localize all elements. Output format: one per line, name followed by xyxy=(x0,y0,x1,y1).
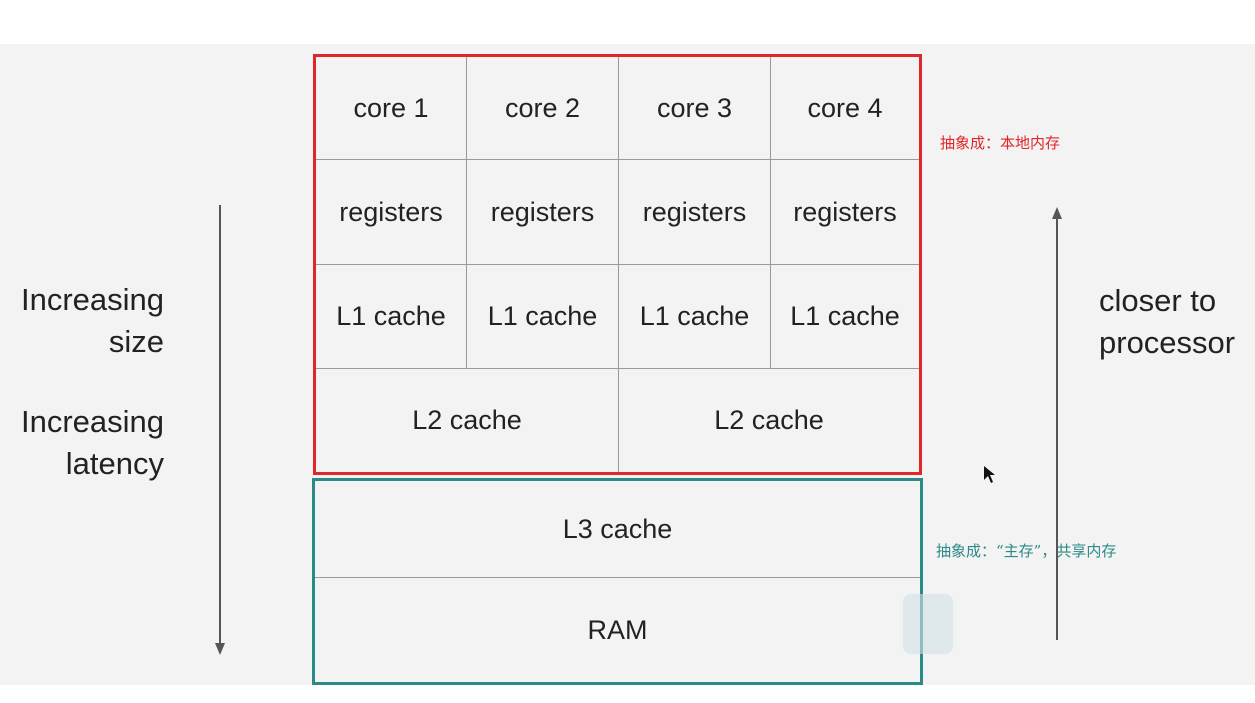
l2-cache-2-cell: L2 cache xyxy=(618,368,920,473)
core-2-cell: core 2 xyxy=(466,56,619,160)
l2-cache-1-cell: L2 cache xyxy=(315,368,619,473)
closer-to-line: closer to xyxy=(1099,283,1217,318)
main-memory-annotation: 抽象成：“主存”，共享内存 xyxy=(936,542,1117,560)
registers-1-cell: registers xyxy=(315,159,467,265)
increasing-size-label: Increasing size xyxy=(0,279,164,363)
registers-3-cell: registers xyxy=(618,159,771,265)
mouse-cursor-icon xyxy=(984,466,995,483)
up-arrow-icon xyxy=(1052,207,1062,219)
l1-cache-1-cell: L1 cache xyxy=(315,264,467,369)
core-1-cell: core 1 xyxy=(315,56,467,160)
registers-2-cell: registers xyxy=(466,159,619,265)
core-3-cell: core 3 xyxy=(618,56,771,160)
l3-cache-cell: L3 cache xyxy=(314,480,921,578)
down-arrow-shaft xyxy=(219,205,221,645)
increasing-latency-line1: Increasing xyxy=(20,404,164,439)
increasing-size-line2: size xyxy=(108,324,164,359)
closer-to-processor-label: closer to processor xyxy=(1099,280,1249,364)
increasing-latency-line2: latency xyxy=(65,446,164,481)
registers-4-cell: registers xyxy=(770,159,920,265)
l1-cache-3-cell: L1 cache xyxy=(618,264,771,369)
overlay-artifact xyxy=(903,594,953,654)
ram-cell: RAM xyxy=(314,577,921,683)
l1-cache-4-cell: L1 cache xyxy=(770,264,920,369)
processor-line: processor xyxy=(1099,325,1236,360)
l1-cache-2-cell: L1 cache xyxy=(466,264,619,369)
up-arrow-shaft xyxy=(1056,218,1058,640)
increasing-latency-label: Increasing latency xyxy=(0,401,164,485)
local-memory-annotation: 抽象成：本地内存 xyxy=(940,134,1061,152)
increasing-size-line1: Increasing xyxy=(20,282,164,317)
down-arrow-icon xyxy=(215,643,225,655)
core-4-cell: core 4 xyxy=(770,56,920,160)
